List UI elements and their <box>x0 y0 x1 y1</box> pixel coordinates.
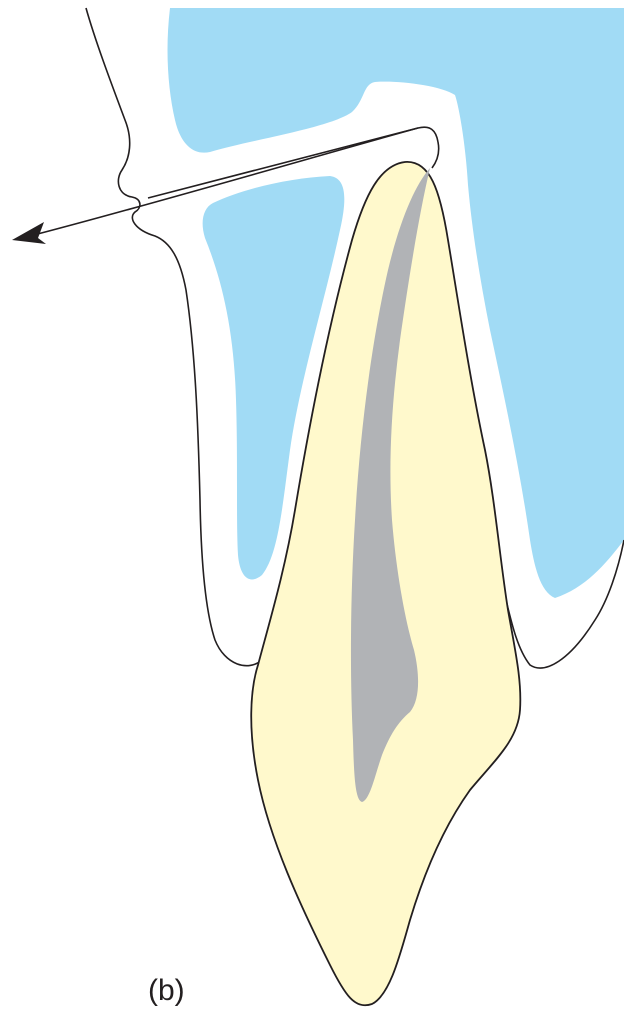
figure-label: (b) <box>148 974 185 1007</box>
